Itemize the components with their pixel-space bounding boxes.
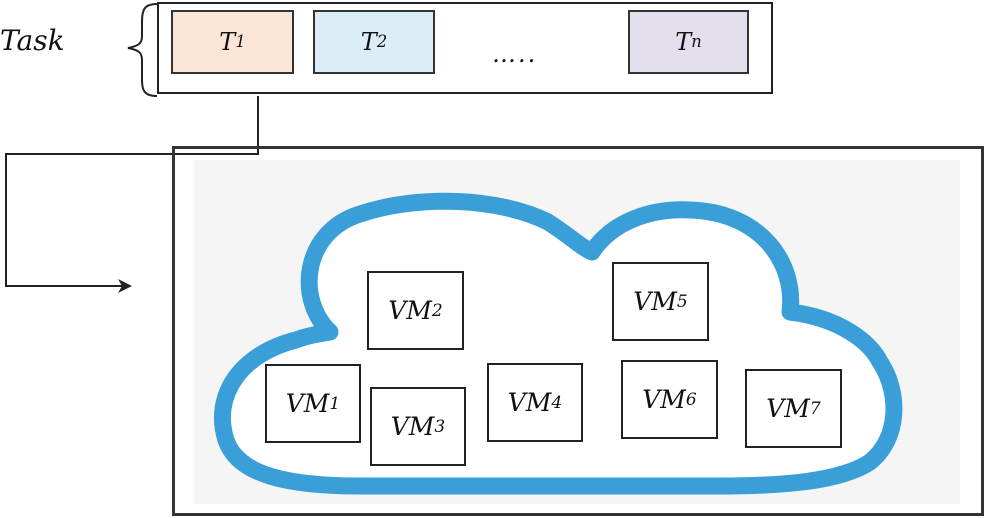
task-label-main: T [675,28,692,56]
vm-label-main: VM [388,296,432,325]
task-label-main: T [360,28,377,56]
curly-brace [127,3,158,97]
vm-label-main: VM [642,385,686,414]
vm-label-main: VM [766,394,810,423]
vm-label-main: VM [285,389,330,418]
vm-label-main: VM [633,287,677,316]
arrow-head [118,279,132,293]
vm-label-main: VM [390,412,435,441]
connector-line [5,96,259,287]
vm-label-main: VM [507,388,552,417]
cloud-frame [172,146,984,516]
task-label: Task [0,24,65,57]
ellipsis: ….. [492,40,538,68]
task-label-main: T [219,28,236,56]
task-queue [157,2,773,94]
